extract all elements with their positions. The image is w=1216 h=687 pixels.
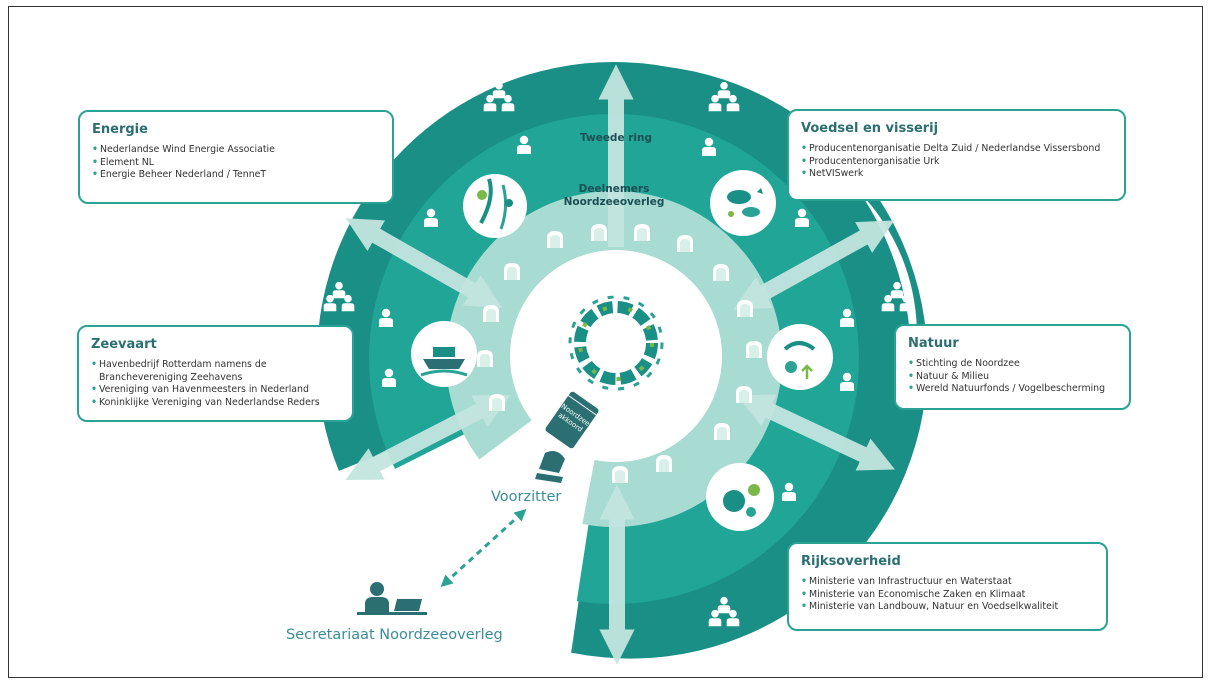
- voorzitter-label: Voorzitter: [491, 489, 562, 505]
- noordzee-akkoord-book-icon: Noordzee akkoord: [545, 391, 599, 449]
- natuur-box: Natuur Stichting de Noordzee Natuur & Mi…: [894, 324, 1131, 410]
- seat-icon: [736, 386, 752, 403]
- energie-emblem: [463, 174, 527, 238]
- voedsel-visserij-box: Voedsel en visserij Producentenorganisat…: [787, 109, 1126, 201]
- secretariaat-label: Secretariaat Noordzeeoverleg: [286, 627, 503, 643]
- voedsel-title: Voedsel en visserij: [801, 121, 939, 136]
- inner-ring-label-line1: Deelnemers: [578, 183, 650, 195]
- list-item: Element NL: [92, 157, 380, 170]
- zeevaart-emblem: [411, 321, 477, 387]
- seat-icon: [489, 394, 505, 411]
- diagram-frame: Noordzee akkoord Tweede ring Deelnemers …: [8, 6, 1203, 678]
- zeevaart-box: Zeevaart Havenbedrijf Rotterdam namens d…: [77, 325, 354, 422]
- voedsel-list: Producentenorganisatie Delta Zuid / Nede…: [801, 143, 1112, 181]
- arrow-lower-left: [345, 394, 511, 481]
- list-item-continuation: Branchevereniging Zeehavens: [99, 371, 243, 383]
- noordzee-wreath-logo: [568, 295, 664, 391]
- seat-icon: [483, 305, 499, 322]
- seat-icon: [656, 455, 672, 472]
- noordzeeoverleg-diagram: Noordzee akkoord: [317, 62, 928, 667]
- list-item: Koninklijke Vereniging van Nederlandse R…: [91, 397, 340, 410]
- seat-icon: [714, 423, 730, 440]
- seat-icon: [677, 235, 693, 252]
- list-item: Producentenorganisatie Urk: [801, 156, 1112, 169]
- natuur-emblem: [767, 324, 833, 390]
- inner-ring-label: Deelnemers Noordzeeoverleg: [549, 183, 679, 209]
- seat-icon: [737, 300, 753, 317]
- center-disc: [510, 250, 722, 462]
- list-item: Stichting de Noordzee: [908, 358, 1117, 371]
- person-at-laptop-icon: [357, 582, 427, 615]
- voedsel-emblem: [710, 170, 776, 236]
- list-item: Wereld Natuurfonds / Vogelbescherming: [908, 383, 1117, 396]
- arrows: [345, 64, 895, 665]
- arrow-upper-left: [345, 218, 503, 308]
- rijksoverheid-box: Rijksoverheid Ministerie van Infrastruct…: [787, 542, 1108, 631]
- energie-box: Energie Nederlandse Wind Energie Associa…: [78, 110, 394, 204]
- outer-ring-label: Tweede ring: [579, 132, 652, 144]
- rijksoverheid-title: Rijksoverheid: [801, 554, 901, 569]
- list-item: Ministerie van Infrastructuur en Waterst…: [801, 576, 1094, 589]
- arrow-lower-right: [737, 394, 895, 471]
- sector-emblems: [411, 170, 833, 531]
- list-item: NetVISwerk: [801, 168, 1112, 181]
- rijksoverheid-list: Ministerie van Infrastructuur en Waterst…: [801, 576, 1094, 614]
- seat-icon: [746, 341, 762, 358]
- seat-icon: [713, 264, 729, 281]
- list-item: Producentenorganisatie Delta Zuid / Nede…: [801, 143, 1112, 156]
- arrow-upper-right: [733, 220, 895, 310]
- seat-icon: [547, 231, 563, 248]
- natuur-list: Stichting de Noordzee Natuur & Milieu We…: [908, 358, 1117, 396]
- energie-list: Nederlandse Wind Energie Associatie Elem…: [92, 144, 380, 182]
- zeevaart-title: Zeevaart: [91, 337, 157, 352]
- seat-icon: [634, 224, 650, 241]
- list-item: Nederlandse Wind Energie Associatie: [92, 144, 380, 157]
- chair-seat-icon: [535, 451, 565, 483]
- seat-icon: [591, 224, 607, 241]
- rijksoverheid-emblem: [706, 463, 774, 531]
- seat-icon: [477, 350, 493, 367]
- energie-title: Energie: [92, 122, 148, 137]
- list-item: Ministerie van Landbouw, Natuur en Voeds…: [801, 601, 1094, 614]
- list-item: Energie Beheer Nederland / TenneT: [92, 169, 380, 182]
- seat-icon: [612, 466, 628, 483]
- inner-ring-label-line2: Noordzeeoverleg: [563, 196, 665, 208]
- list-item: Ministerie van Economische Zaken en Klim…: [801, 589, 1094, 602]
- zeevaart-list: Havenbedrijf Rotterdam namens de Branche…: [91, 359, 340, 409]
- natuur-title: Natuur: [908, 336, 959, 351]
- list-item: Vereniging van Havenmeesters in Nederlan…: [91, 384, 340, 397]
- seat-icon: [504, 263, 520, 280]
- list-item: Havenbedrijf Rotterdam namens de: [91, 359, 340, 372]
- list-item: Natuur & Milieu: [908, 371, 1117, 384]
